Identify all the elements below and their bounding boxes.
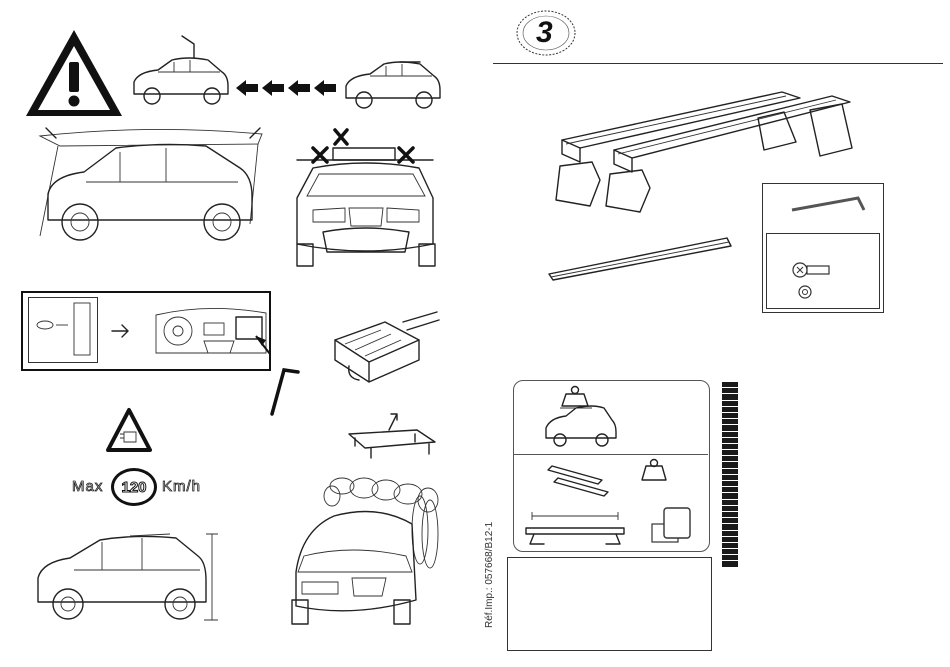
glovebox-instruction-illustration — [28, 297, 268, 363]
speed-limit-label: Max 120 Km/h — [62, 470, 222, 504]
front-view-car-illustration — [283, 124, 448, 272]
hex-key-icon — [790, 190, 870, 216]
car-tunnel-illustration — [282, 460, 447, 635]
caution-triangle-icon — [106, 408, 152, 452]
speed-value: 120 — [121, 479, 146, 496]
reference-number: Réf.Imp.: 057668/B12-1 — [484, 488, 498, 628]
weight-on-car-illustration — [540, 384, 620, 450]
car-height-dimension-illustration — [30, 530, 220, 625]
language-index-strip — [722, 382, 738, 568]
speed-prefix: Max — [72, 478, 103, 495]
roof-bars-small-illustration — [544, 460, 614, 502]
weight-icon — [638, 458, 670, 484]
arrow-left-icon — [236, 78, 336, 98]
allen-key-icon — [262, 330, 302, 420]
speed-limit-sign: 120 — [111, 468, 157, 506]
bolt-icon — [792, 258, 832, 282]
bar-length-dimension-illustration — [520, 506, 630, 550]
header-rule — [493, 63, 943, 64]
car-with-load-illustration — [128, 42, 233, 110]
warning-triangle-icon — [24, 28, 124, 120]
warranty-badge: 3 — [516, 10, 576, 56]
speed-unit: Km/h — [162, 478, 201, 495]
language-index-cell — [722, 561, 738, 567]
washer-icon — [797, 284, 813, 300]
roof-rail-strip-illustration — [545, 232, 735, 282]
car-illustration — [340, 58, 445, 114]
warranty-years: 3 — [536, 16, 553, 50]
roof-bar-strap-illustration — [325, 300, 445, 390]
car-with-roof-load-illustration — [30, 124, 270, 250]
notes-box — [507, 557, 712, 651]
foot-profile-illustration — [648, 504, 694, 546]
usage-panel-divider — [513, 454, 708, 455]
